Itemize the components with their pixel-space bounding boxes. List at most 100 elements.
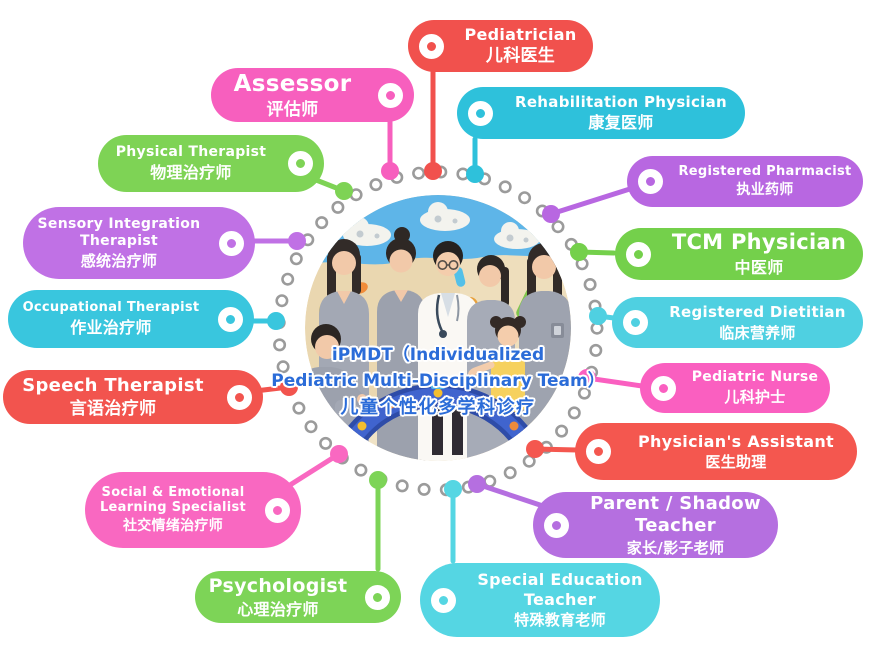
connector-dot-parent-shadow-teacher bbox=[468, 475, 486, 493]
role-name-en: Physician's Assistant bbox=[638, 431, 834, 451]
connector-dot-special-education-teacher bbox=[444, 480, 462, 498]
role-name-en: Sensory Integration bbox=[37, 215, 201, 232]
ring-dot-icon bbox=[522, 454, 536, 468]
ring-dot-icon bbox=[273, 338, 287, 352]
role-name-en: Therapist bbox=[80, 232, 158, 249]
connector-line-pediatric-nurse bbox=[584, 375, 645, 389]
connector-dot-rehab-physician bbox=[466, 165, 484, 183]
connector-ring-icon bbox=[586, 439, 611, 464]
role-name-zh: 心理治疗师 bbox=[237, 599, 319, 619]
child-figure bbox=[467, 316, 526, 413]
ipmdt-title-zh: 儿童个性化多学科诊疗 bbox=[340, 397, 536, 418]
role-name-zh: 言语治疗师 bbox=[69, 398, 157, 419]
connector-dot-pediatrician bbox=[424, 162, 442, 180]
connector-dot-psychologist bbox=[369, 471, 387, 489]
connector-dot-pediatric-nurse bbox=[578, 369, 596, 387]
connector-ring-icon bbox=[626, 241, 651, 267]
connector-ring-icon bbox=[544, 512, 569, 538]
role-name-zh: 感统治疗师 bbox=[80, 251, 158, 270]
ring-dot-icon bbox=[567, 406, 581, 420]
connector-dot-social-emotional-specialist bbox=[330, 445, 348, 463]
role-name-zh: 执业药师 bbox=[736, 181, 794, 198]
ring-dot-icon bbox=[577, 386, 591, 400]
ring-dot-icon bbox=[417, 482, 431, 496]
ring-dot-icon bbox=[275, 294, 289, 308]
connector-ring-icon bbox=[623, 310, 648, 335]
role-label: Occupational Therapist 作业治疗师 bbox=[8, 300, 214, 337]
connector-ring-icon bbox=[218, 306, 243, 332]
team-photo-illustration bbox=[305, 195, 571, 461]
ring-dot-icon bbox=[518, 191, 532, 205]
connector-dot-occupational-therapist bbox=[267, 312, 285, 330]
connector-dot-speech-therapist bbox=[280, 378, 298, 396]
connector-ring-icon bbox=[265, 497, 290, 523]
connector-dot-registered-pharmacist bbox=[542, 205, 560, 223]
ring-dot-icon bbox=[281, 272, 295, 286]
ring-dot-icon bbox=[331, 200, 345, 214]
ring-dot-icon bbox=[319, 436, 333, 450]
role-pill-occupational-therapist: Occupational Therapist 作业治疗师 bbox=[8, 290, 254, 348]
role-name-en: Rehabilitation Physician bbox=[514, 93, 728, 112]
role-name-en: Registered Pharmacist bbox=[678, 164, 852, 180]
role-name-en: Special Education bbox=[477, 570, 643, 590]
role-name-en: Occupational Therapist bbox=[22, 300, 200, 316]
ring-dot-icon bbox=[276, 360, 290, 374]
role-name-zh: 儿科医生 bbox=[485, 46, 556, 67]
role-name-en: Assessor bbox=[233, 70, 352, 97]
connector-dot-physical-therapist bbox=[335, 182, 353, 200]
connector-dot-tcm-physician bbox=[570, 243, 588, 261]
role-name-zh: 物理治疗师 bbox=[150, 163, 232, 183]
connector-dot-sensory-integration-therapist bbox=[288, 232, 306, 250]
connector-line-social-emotional-specialist bbox=[287, 451, 342, 488]
ring-dot-icon bbox=[551, 220, 565, 234]
role-name-zh: 作业治疗师 bbox=[70, 318, 152, 338]
connector-dot-physicians-assistant bbox=[526, 440, 544, 458]
connector-line-registered-pharmacist bbox=[548, 185, 636, 217]
ipmdt-title-en-line1: iPMDT（Individualized bbox=[331, 345, 545, 365]
role-name-en: Psychologist bbox=[208, 574, 348, 597]
role-name-zh: 社交情绪治疗师 bbox=[122, 518, 224, 535]
connector-ring-icon bbox=[227, 384, 252, 410]
ring-dot-icon bbox=[555, 424, 569, 438]
ring-dot-icon bbox=[412, 166, 426, 180]
role-name-en: Registered Dietitian bbox=[669, 303, 846, 322]
ipmdt-title-en-line2: Pediatric Multi-Disciplinary Team） bbox=[271, 371, 605, 391]
ipmdt-title: iPMDT（Individualized Pediatric Multi-Dis… bbox=[271, 342, 604, 421]
connector-ring-icon bbox=[651, 375, 676, 401]
role-name-zh: 特殊教育老师 bbox=[514, 611, 606, 630]
role-name-en: Teacher bbox=[523, 589, 597, 609]
connector-line-parent-shadow-teacher bbox=[474, 481, 552, 511]
role-name-zh: 康复医师 bbox=[588, 113, 654, 133]
connector-ring-icon bbox=[219, 230, 244, 256]
connector-ring-icon bbox=[365, 584, 390, 610]
connector-ring-icon bbox=[378, 82, 403, 108]
role-name-zh: 家长/影子老师 bbox=[626, 538, 725, 557]
connector-dot-registered-dietitian bbox=[589, 307, 607, 325]
role-label: Physician's Assistant 医生助理 bbox=[615, 432, 857, 472]
ring-dot-icon bbox=[315, 216, 329, 230]
role-name-zh: 医生助理 bbox=[705, 453, 767, 472]
cloud-hold-holes bbox=[356, 215, 529, 243]
role-name-en: Parent / Shadow bbox=[590, 492, 761, 514]
